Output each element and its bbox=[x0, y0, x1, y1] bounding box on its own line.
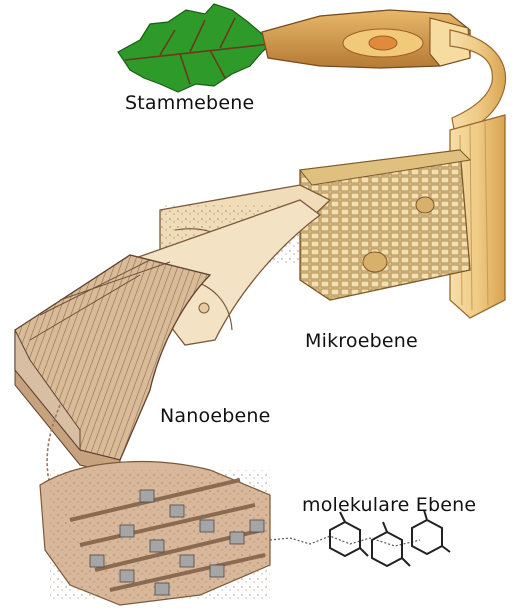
micro-level-label: Mikroebene bbox=[305, 330, 418, 352]
nano-level-label: Nanoebene bbox=[160, 405, 271, 427]
stem-level-illustration bbox=[118, 4, 506, 135]
nano-level-illustration bbox=[15, 255, 210, 475]
branch-core bbox=[369, 36, 397, 50]
molecular-level-illustration bbox=[40, 462, 450, 605]
glucose-rings bbox=[330, 510, 450, 566]
leaf bbox=[118, 4, 275, 92]
stem-level-label: Stammebene bbox=[125, 92, 254, 114]
molecular-level-label: molekulare Ebene bbox=[302, 494, 476, 516]
micro-level-illustration bbox=[300, 150, 470, 300]
